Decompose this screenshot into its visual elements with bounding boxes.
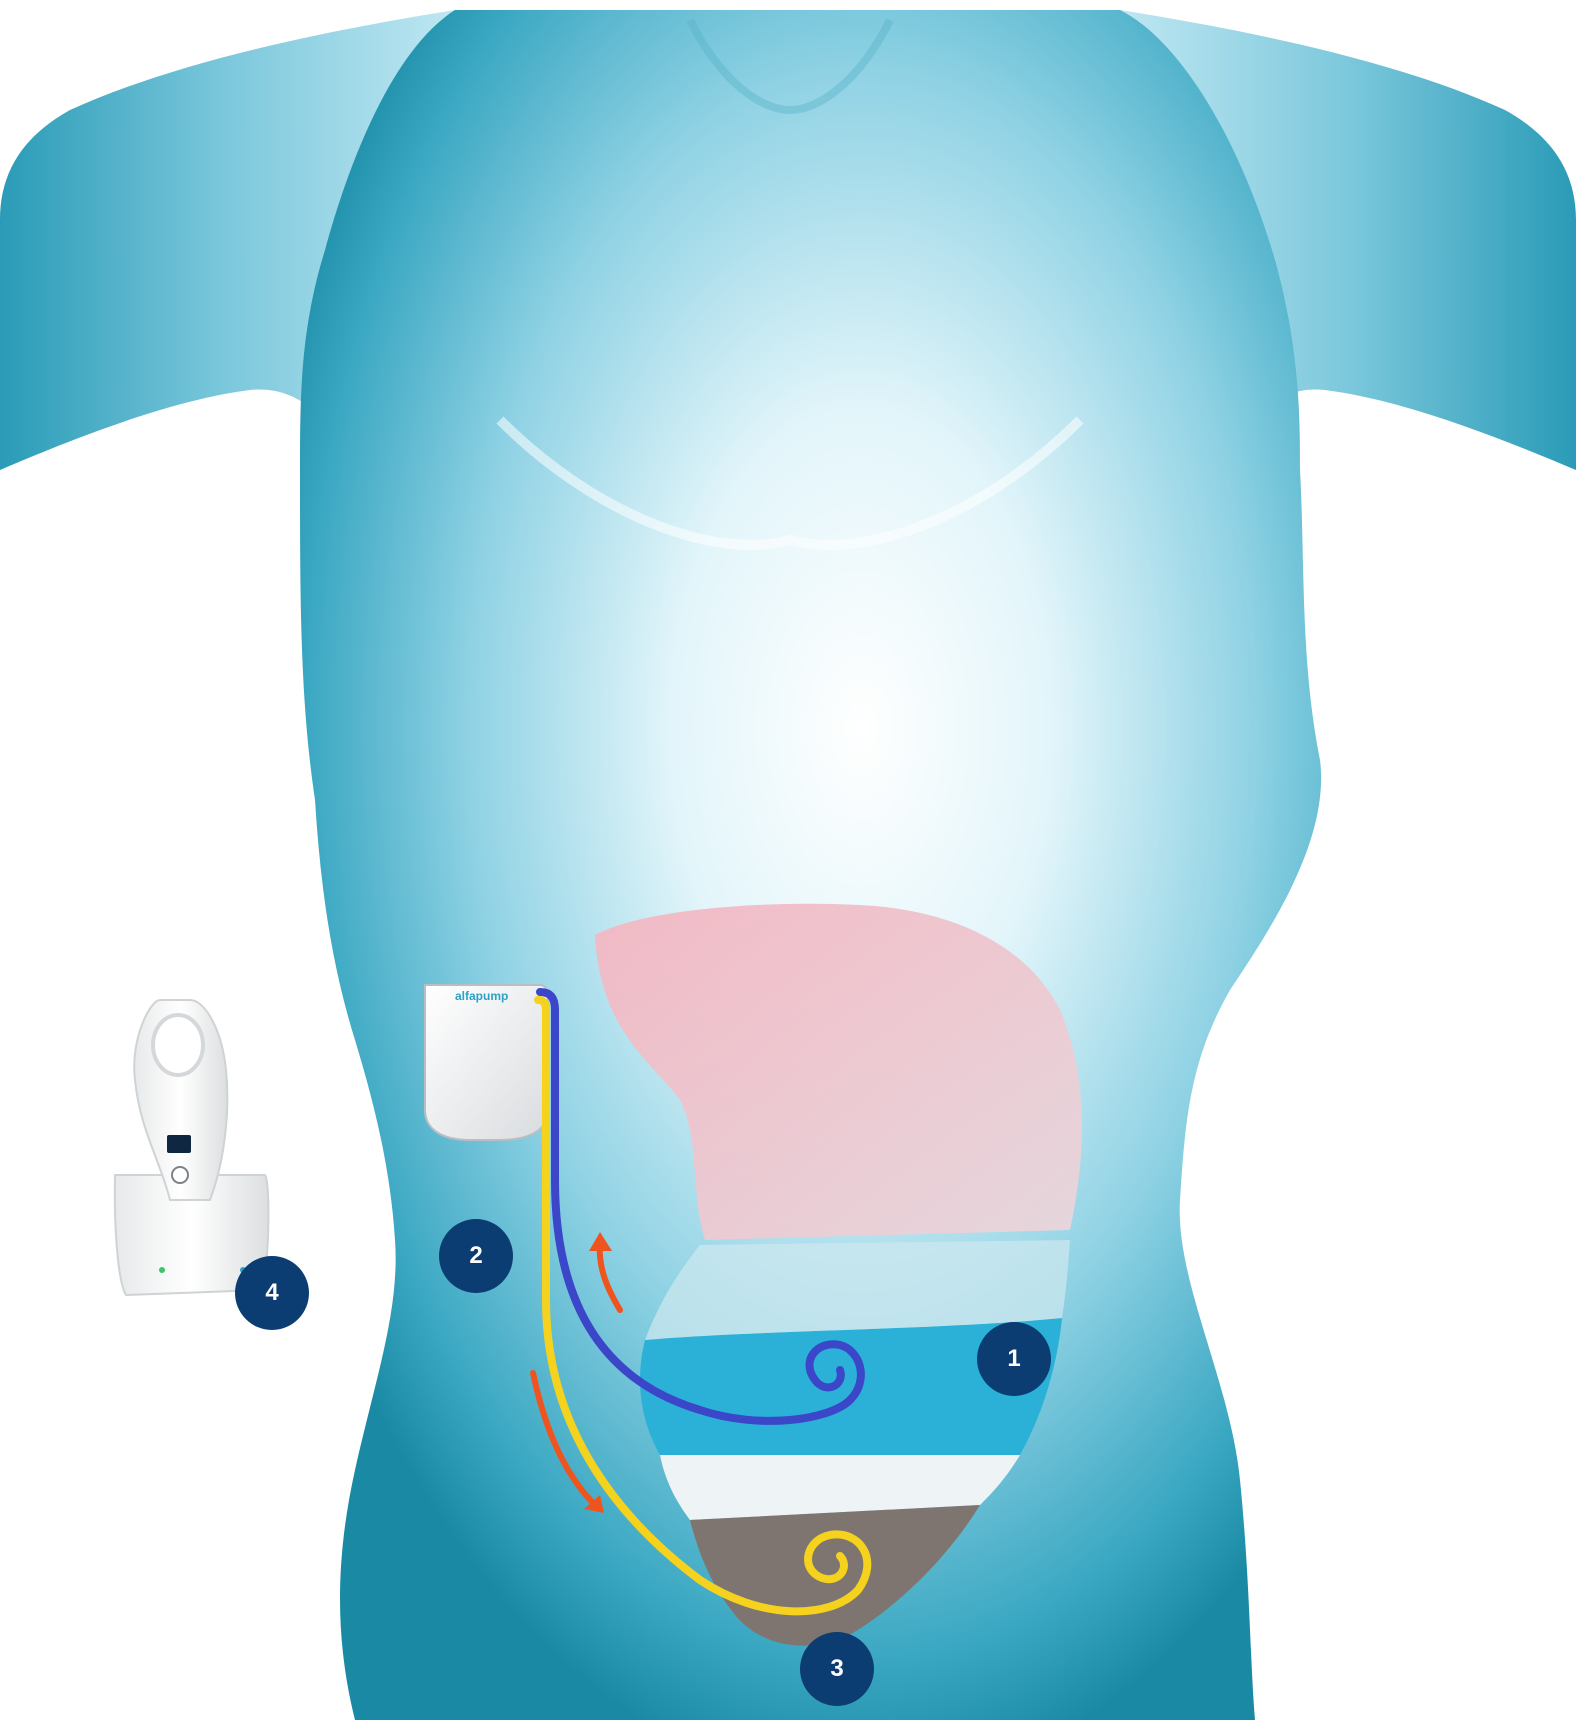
callout-number: 3 xyxy=(830,1655,843,1683)
callout-number: 2 xyxy=(469,1242,482,1270)
callout-badge-pump: 2 xyxy=(439,1219,513,1293)
callout-number: 4 xyxy=(265,1279,278,1307)
pump-logo: alfapump xyxy=(455,989,508,1003)
pump-body xyxy=(425,985,548,1140)
status-led xyxy=(159,1267,165,1273)
power-button-icon xyxy=(172,1167,188,1183)
callout-number: 1 xyxy=(1007,1345,1020,1373)
implanted-pump: alfapump xyxy=(425,985,548,1140)
charger-ring-hole xyxy=(153,1015,203,1075)
charger-screen xyxy=(167,1135,191,1153)
callout-badge-peritoneal-catheter: 3 xyxy=(800,1632,874,1706)
callout-badge-charger: 4 xyxy=(235,1256,309,1330)
callout-badge-bladder: 1 xyxy=(977,1322,1051,1396)
charger xyxy=(115,1000,269,1295)
